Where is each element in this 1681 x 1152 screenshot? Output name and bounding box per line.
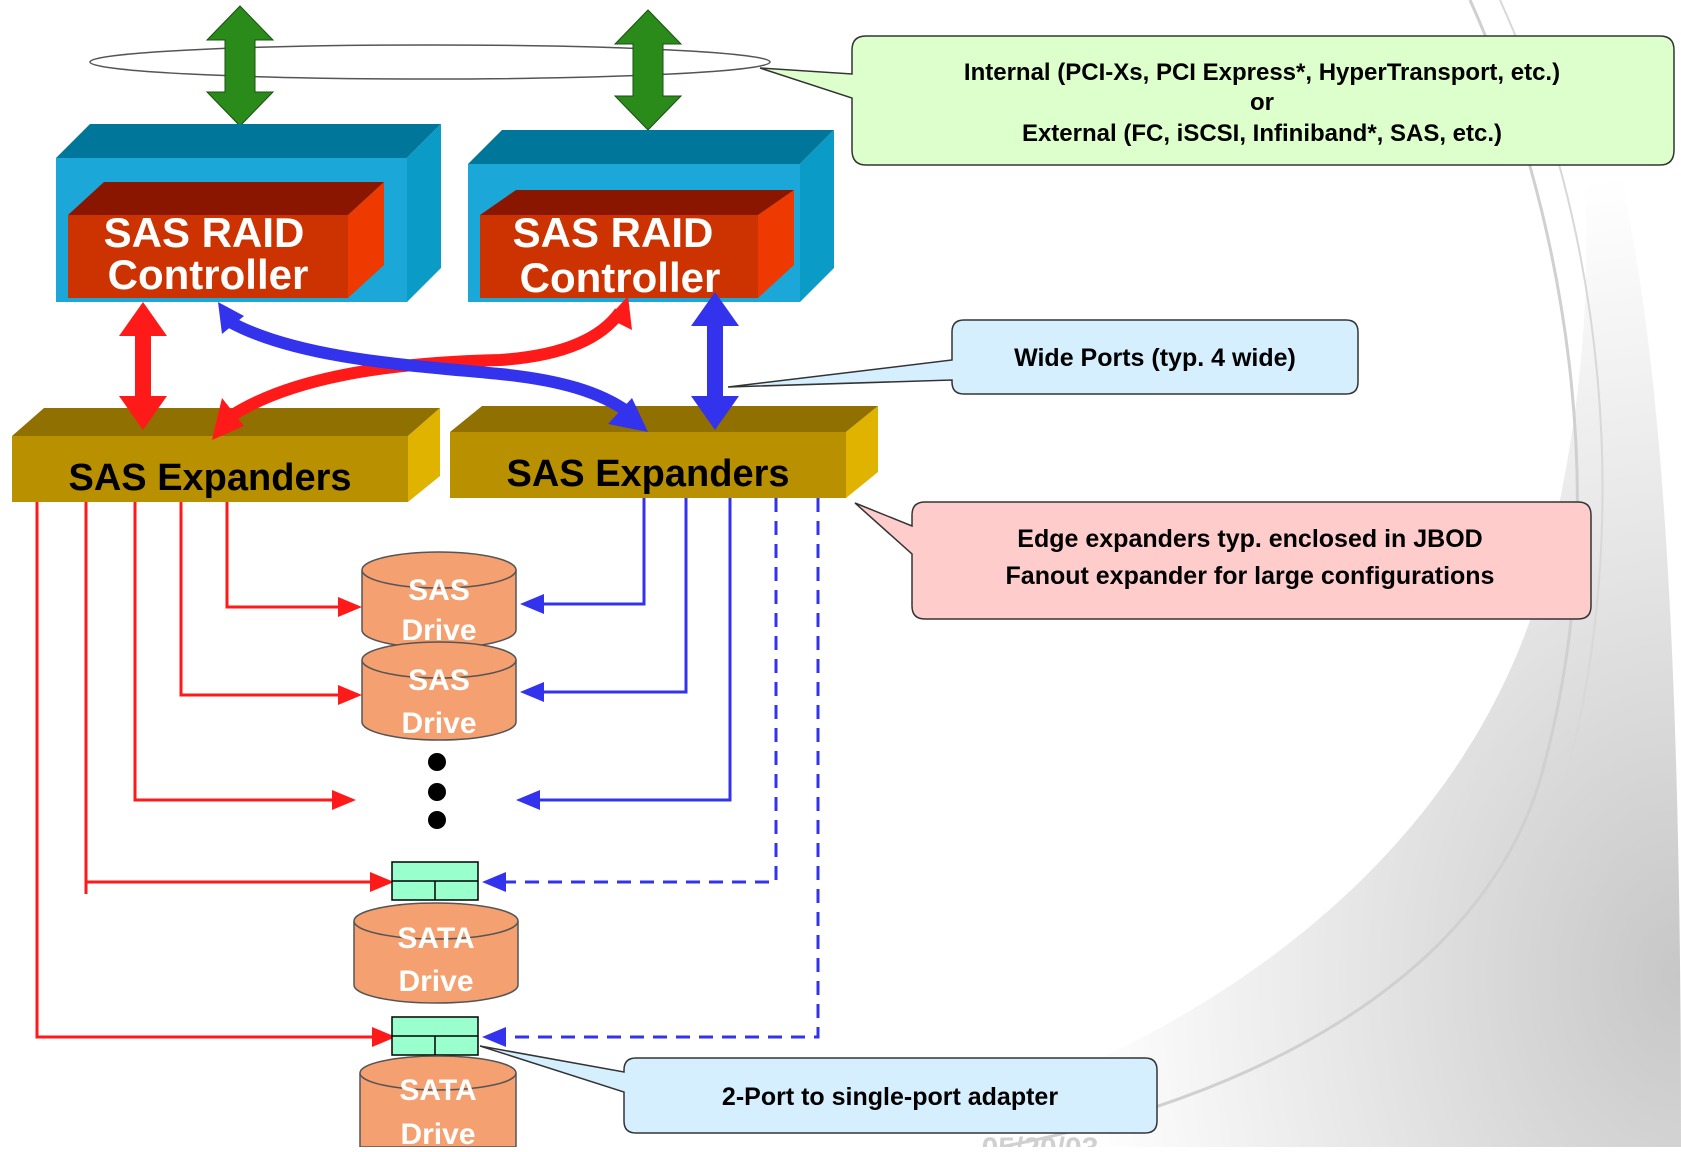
- sata-drive-1-label-line1: SATA: [397, 922, 474, 955]
- port-adapter-2: [391, 1016, 479, 1056]
- sas-drive-2: SAS Drive: [361, 641, 517, 741]
- sata-drive-1-label-line2: Drive: [398, 965, 473, 998]
- controller-2-label-line2: Controller: [520, 254, 721, 301]
- sas-drive-1: SAS Drive: [361, 551, 517, 649]
- wide-ports-callout-text: Wide Ports (typ. 4 wide): [1014, 344, 1296, 372]
- host-arrow-left: [205, 5, 275, 127]
- edge-callout-line2: Fanout expander for large configurations: [1006, 562, 1495, 590]
- red-drive-links: [35, 502, 378, 1039]
- expander-1-label: SAS Expanders: [69, 457, 352, 499]
- interface-callout: Internal (PCI-Xs, PCI Express*, HyperTra…: [759, 35, 1675, 166]
- edge-callout-line1: Edge expanders typ. enclosed in JBOD: [1017, 525, 1482, 553]
- red-wide-link-cross: [212, 296, 632, 440]
- controller-1-label-line2: Controller: [108, 251, 309, 298]
- sas-drive-2-label-line2: Drive: [401, 707, 476, 740]
- sata-drive-2: SATA Drive: [359, 1055, 517, 1151]
- footer-date: 05/20/03: [982, 1132, 1099, 1147]
- port-adapter-1: [391, 861, 479, 901]
- sas-drive-2-label-line1: SAS: [408, 664, 470, 697]
- edge-expander-callout: Edge expanders typ. enclosed in JBOD Fan…: [854, 501, 1592, 620]
- blue-wide-link-vertical: [691, 292, 739, 430]
- raid-controller-1: SAS RAID Controller: [56, 124, 441, 302]
- sata-drive-2-label-line1: SATA: [399, 1074, 476, 1107]
- sas-drive-1-label-line1: SAS: [408, 574, 470, 607]
- wide-ports-callout: Wide Ports (typ. 4 wide): [727, 319, 1359, 395]
- sata-drive-1: SATA Drive: [353, 902, 519, 1004]
- host-arrow-right: [613, 9, 683, 131]
- raid-controller-2: SAS RAID Controller: [468, 130, 834, 302]
- blue-wide-link-cross: [218, 302, 648, 432]
- more-drives-ellipsis: [428, 753, 446, 829]
- controller-1-label-line1: SAS RAID: [104, 209, 305, 256]
- red-wide-link-vertical: [119, 302, 167, 430]
- sata-drive-2-label-line2: Drive: [400, 1118, 475, 1147]
- blue-arrowheads: [482, 594, 544, 1047]
- adapter-callout-text: 2-Port to single-port adapter: [722, 1083, 1058, 1111]
- interface-callout-line1: Internal (PCI-Xs, PCI Express*, HyperTra…: [964, 59, 1560, 86]
- interface-callout-line3: External (FC, iSCSI, Infiniband*, SAS, e…: [1022, 120, 1502, 147]
- adapter-callout: 2-Port to single-port adapter: [479, 1045, 1158, 1134]
- red-arrowheads: [332, 597, 396, 1047]
- expander-2-label: SAS Expanders: [507, 453, 790, 495]
- controller-2-label-line1: SAS RAID: [513, 209, 714, 256]
- sas-expander-2: SAS Expanders: [450, 406, 878, 498]
- interface-callout-line2: or: [1250, 89, 1274, 116]
- blue-dashed-links: [500, 498, 820, 1039]
- blue-drive-links: [536, 498, 732, 802]
- host-bus-ellipse: [89, 44, 771, 80]
